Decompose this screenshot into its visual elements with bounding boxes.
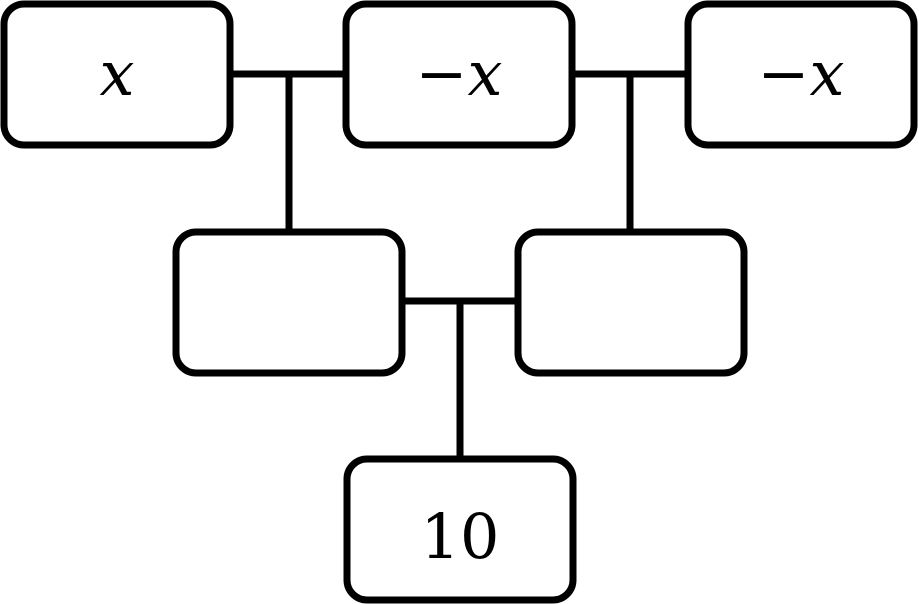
top-box-3: −x [684, 0, 918, 149]
top-box-3-label: −x [758, 37, 845, 110]
connectors [230, 70, 688, 459]
pyramid-row-3: 10 [343, 455, 577, 604]
pyramid-row-2 [172, 228, 748, 377]
top-box-2-label: −x [416, 37, 503, 110]
top-box-1-label: x [100, 37, 135, 110]
pyramid-row-1: x −x −x [0, 0, 918, 149]
top-box-1: x [0, 0, 234, 149]
bottom-box: 10 [343, 455, 577, 604]
middle-box-2 [514, 228, 748, 377]
middle-box-1 [172, 228, 406, 377]
top-box-2: −x [342, 0, 576, 149]
bottom-box-label: 10 [421, 500, 500, 573]
